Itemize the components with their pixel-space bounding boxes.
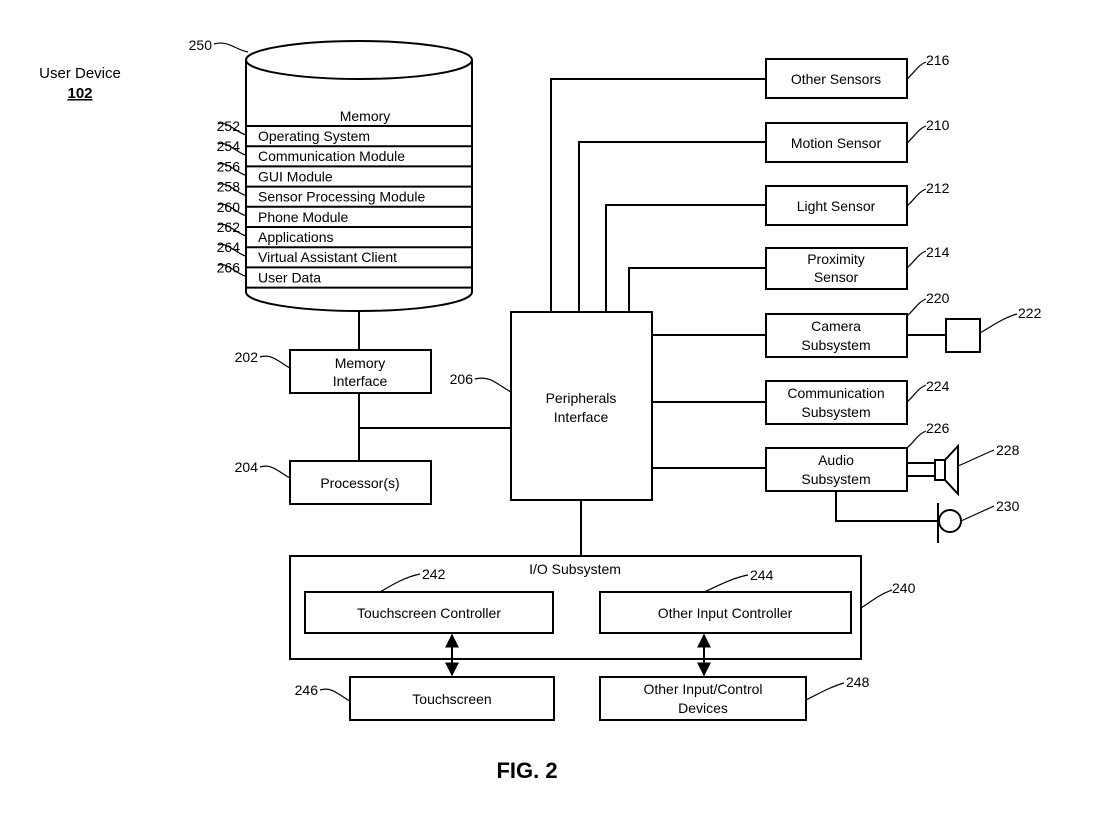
memory-row-ref: 256 bbox=[217, 158, 241, 174]
ref-processor: 204 bbox=[235, 459, 259, 475]
memory-row-leader bbox=[217, 264, 247, 277]
ref-memory-interface: 202 bbox=[235, 349, 259, 365]
memory-row-label: Sensor Processing Module bbox=[258, 189, 426, 205]
memory-row-label: GUI Module bbox=[258, 168, 333, 184]
memory-row-leader bbox=[217, 203, 247, 217]
memory-row-leader bbox=[217, 142, 247, 156]
memory-row-label: Communication Module bbox=[258, 148, 405, 164]
memory-row-leader bbox=[217, 243, 247, 257]
camera-label-1: Camera bbox=[811, 318, 861, 334]
peripherals-interface-box bbox=[510, 311, 653, 501]
audio-subsystem-box bbox=[765, 447, 908, 492]
memory-interface-box bbox=[289, 349, 432, 394]
proximity-sensor-label-2: Sensor bbox=[814, 269, 859, 285]
other-input-controller-label: Other Input Controller bbox=[658, 605, 793, 621]
memory-row-ref: 252 bbox=[217, 118, 241, 134]
communication-label-2: Subsystem bbox=[801, 404, 870, 420]
camera-device-box bbox=[945, 318, 981, 353]
motion-sensor-label: Motion Sensor bbox=[791, 135, 882, 151]
processor-box bbox=[289, 460, 432, 505]
ref-other-sensors: 216 bbox=[926, 52, 950, 68]
other-input-devices-label-2: Devices bbox=[678, 700, 728, 716]
memory-title: Memory bbox=[340, 108, 391, 124]
memory-row-leader bbox=[217, 163, 247, 176]
memory-row-ref: 260 bbox=[217, 199, 241, 215]
ref-speaker: 228 bbox=[996, 442, 1020, 458]
peripherals-label-1: Peripherals bbox=[546, 390, 617, 406]
ref-motion-sensor: 210 bbox=[926, 117, 950, 133]
memory-row-label: User Data bbox=[258, 269, 321, 285]
ref-microphone: 230 bbox=[996, 498, 1020, 514]
other-input-devices-box bbox=[599, 676, 807, 721]
memory-row-ref: 264 bbox=[217, 239, 241, 255]
ref-memory: 250 bbox=[189, 37, 213, 53]
light-sensor-box bbox=[765, 185, 908, 226]
ref-camera-device: 222 bbox=[1018, 305, 1042, 321]
communication-subsystem-box bbox=[765, 380, 908, 425]
audio-label-1: Audio bbox=[818, 452, 854, 468]
device-number: 102 bbox=[67, 85, 92, 102]
memory-row-label: Virtual Assistant Client bbox=[258, 249, 397, 265]
ref-peripherals: 206 bbox=[450, 371, 474, 387]
ref-communication: 224 bbox=[926, 378, 950, 394]
memory-row-label: Operating System bbox=[258, 128, 370, 144]
audio-label-2: Subsystem bbox=[801, 471, 870, 487]
memory-row-leader bbox=[217, 223, 247, 237]
memory-row-ref: 258 bbox=[217, 179, 241, 195]
proximity-sensor-box bbox=[765, 247, 908, 290]
device-label: User Device bbox=[39, 65, 121, 82]
processor-label: Processor(s) bbox=[320, 475, 399, 491]
memory-row-label: Phone Module bbox=[258, 209, 349, 225]
memory-row-leader bbox=[217, 122, 247, 136]
memory-row-ref: 254 bbox=[217, 138, 241, 154]
ref-touchscreen: 246 bbox=[295, 682, 319, 698]
ref-audio: 226 bbox=[926, 420, 950, 436]
ref-proximity-sensor: 214 bbox=[926, 244, 950, 260]
ref-camera: 220 bbox=[926, 290, 950, 306]
ref-io: 240 bbox=[892, 580, 916, 596]
memory-row-leader bbox=[217, 183, 247, 197]
camera-label-2: Subsystem bbox=[801, 337, 870, 353]
memory-cylinder: Memory Operating System 252Communication … bbox=[217, 40, 473, 312]
memory-interface-label-2: Interface bbox=[333, 373, 388, 389]
other-sensors-box bbox=[765, 58, 908, 99]
touchscreen-label: Touchscreen bbox=[412, 691, 491, 707]
memory-row-label: Applications bbox=[258, 229, 334, 245]
ref-light-sensor: 212 bbox=[926, 180, 950, 196]
other-input-devices-label-1: Other Input/Control bbox=[643, 681, 762, 697]
ref-touchscreen-controller: 242 bbox=[422, 566, 446, 582]
ref-other-input-devices: 248 bbox=[846, 674, 870, 690]
touchscreen-controller-box bbox=[304, 591, 554, 634]
memory-row-ref: 262 bbox=[217, 219, 241, 235]
touchscreen-controller-label: Touchscreen Controller bbox=[357, 605, 501, 621]
proximity-sensor-label-1: Proximity bbox=[807, 251, 865, 267]
speaker-icon bbox=[934, 443, 959, 497]
light-sensor-label: Light Sensor bbox=[797, 198, 876, 214]
memory-interface-label-1: Memory bbox=[335, 355, 386, 371]
motion-sensor-box bbox=[765, 122, 908, 163]
io-subsystem-title: I/O Subsystem bbox=[529, 561, 621, 577]
peripherals-label-2: Interface bbox=[554, 409, 609, 425]
microphone-icon bbox=[937, 503, 962, 543]
other-sensors-label: Other Sensors bbox=[791, 71, 881, 87]
camera-subsystem-box bbox=[765, 313, 908, 358]
ref-other-input-controller: 244 bbox=[750, 567, 774, 583]
touchscreen-box bbox=[349, 676, 555, 721]
figure-label: FIG. 2 bbox=[496, 758, 557, 783]
other-input-controller-box bbox=[599, 591, 852, 634]
memory-row-ref: 266 bbox=[217, 259, 241, 275]
communication-label-1: Communication bbox=[787, 385, 884, 401]
